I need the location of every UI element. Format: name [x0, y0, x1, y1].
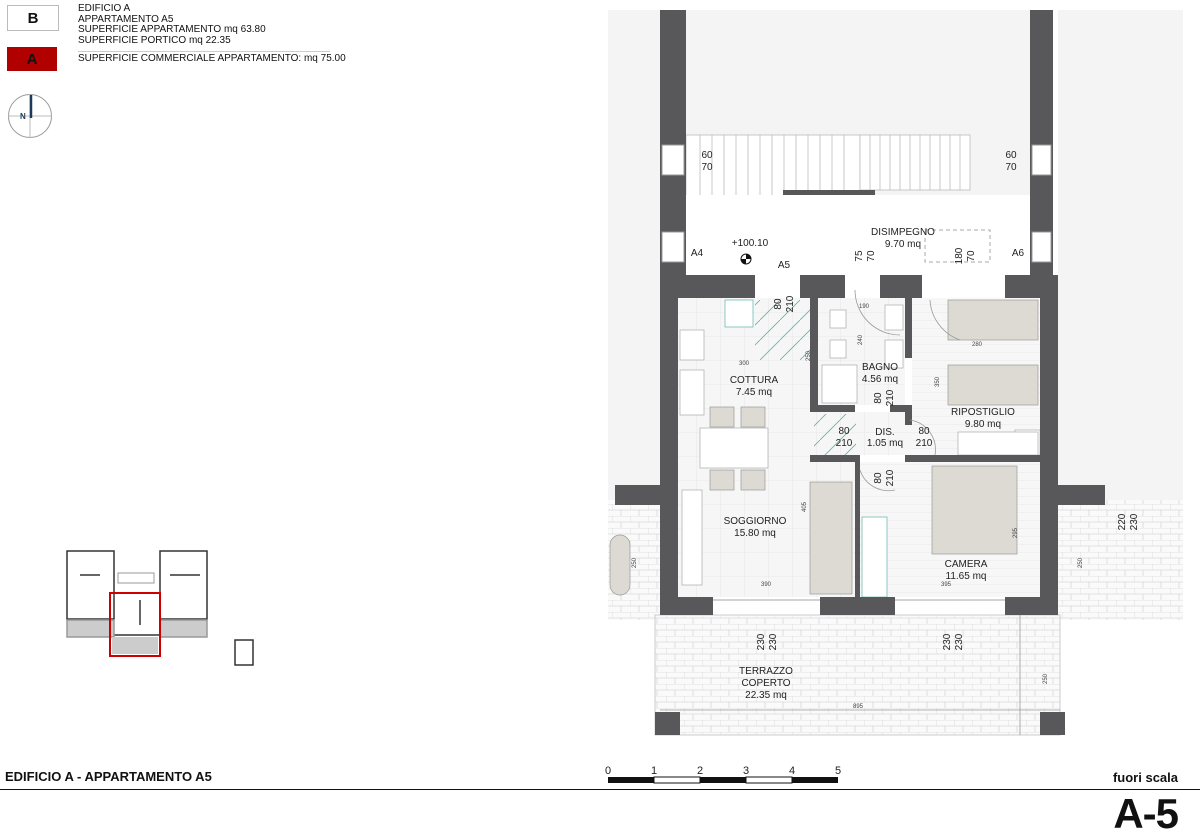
room-dim: 190 [859, 304, 870, 310]
apartment-info: EDIFICIO A APPARTAMENTO A5 SUPERFICIE AP… [78, 3, 266, 46]
opening-dim: 70 [966, 250, 977, 262]
furniture [609, 299, 1039, 596]
room-dim: 895 [853, 704, 864, 710]
opening-dim: 230 [768, 633, 779, 650]
apartment-highlight [109, 592, 161, 657]
scale-bar: 0 1 2 3 4 5 [605, 765, 841, 784]
room-dim: 250 [1043, 673, 1049, 684]
unit-label: A6 [1012, 248, 1025, 259]
room-dim: 395 [941, 582, 952, 588]
badge-building-b: B [7, 5, 59, 31]
room-dim: 300 [739, 361, 750, 367]
opening-dim: 210 [836, 438, 853, 449]
opening-dim: 75 [854, 250, 865, 262]
opening-dim: 80 [773, 298, 784, 310]
room-area: 9.70 mq [885, 239, 921, 250]
room-area: 11.65 mq [946, 571, 987, 582]
elevation-label: +100.10 [732, 238, 769, 249]
scale-label: 3 [743, 765, 749, 777]
opening-dim: 220 [1117, 513, 1128, 530]
opening-dim: 80 [873, 472, 884, 484]
unit-label: A5 [778, 260, 791, 271]
room-area: 7.45 mq [736, 387, 772, 398]
sheet-number: A-5 [1113, 790, 1179, 837]
room-area: 22.35 mq [745, 690, 787, 701]
opening-dim: 230 [954, 633, 965, 650]
scale-label: 1 [651, 765, 657, 777]
commercial-area: SUPERFICIE COMMERCIALE APPARTAMENTO: mq … [78, 53, 346, 64]
room-dim: 390 [761, 582, 772, 588]
opening-dim: 230 [756, 633, 767, 650]
room-dim: 405 [802, 501, 808, 512]
room-dim: 250 [1078, 557, 1084, 568]
footer-divider [0, 789, 1200, 790]
opening-dim: 70 [701, 162, 713, 173]
opening-dim: 230 [942, 633, 953, 650]
opening-dim: 80 [918, 426, 930, 437]
room-dim: 240 [858, 334, 864, 345]
opening-dim: 210 [785, 295, 796, 312]
terrace [654, 614, 1061, 736]
scale-label: 2 [697, 765, 703, 777]
scale-label: 0 [605, 765, 611, 777]
room-name: TERRAZZO [739, 666, 793, 677]
room-dim: 250 [806, 350, 812, 361]
opening-dim: 80 [873, 392, 884, 404]
room-area: 15.80 mq [734, 528, 776, 539]
opening-dim: 70 [1005, 162, 1017, 173]
room-name: DIS. [875, 427, 894, 438]
walls [615, 275, 1105, 735]
room-name: SOGGIORNO [724, 516, 787, 527]
info-line: EDIFICIO A [78, 3, 131, 14]
north-arrow-icon: N [8, 94, 52, 138]
room-name: COTTURA [730, 375, 779, 386]
opening-dim: 210 [885, 389, 896, 406]
north-label: N [20, 112, 26, 121]
room-dim: 295 [1013, 527, 1019, 538]
room-dim: 280 [972, 342, 983, 348]
floor-plan: +100.10 A4 A5 A6 DISIMPEGNO 9.70 mq COTT… [608, 10, 1183, 736]
key-plan [66, 550, 254, 666]
badge-building-a: A [7, 47, 57, 71]
opening-dim: 230 [1129, 513, 1140, 530]
info-line: APPARTAMENTO A5 [78, 13, 174, 25]
room-name: BAGNO [862, 362, 898, 373]
room-dim: 250 [632, 557, 638, 568]
opening-dim: 80 [838, 426, 850, 437]
drawing-title: EDIFICIO A - APPARTAMENTO A5 [5, 769, 212, 784]
room-name: COPERTO [741, 678, 790, 689]
room-dim: 350 [935, 376, 941, 387]
opening-dim: 180 [954, 247, 965, 264]
room-area: 4.56 mq [862, 374, 898, 385]
scale-label: 4 [789, 765, 795, 777]
opening-dim: 60 [1005, 150, 1017, 161]
room-name: RIPOSTIGLIO [951, 407, 1015, 418]
info-line: SUPERFICIE APPARTAMENTO mq 63.80 [78, 24, 266, 35]
room-name: DISIMPEGNO [871, 227, 935, 238]
elevation-marker-icon [740, 253, 752, 265]
room-name: CAMERA [945, 559, 988, 570]
opening-dim: 60 [701, 150, 713, 161]
info-line: SUPERFICIE PORTICO mq 22.35 [78, 34, 231, 46]
room-area: 1.05 mq [867, 438, 903, 449]
opening-dim: 70 [866, 250, 877, 262]
scale-label: 5 [835, 765, 841, 777]
scale-note: fuori scala [1112, 770, 1178, 785]
room-area: 9.80 mq [965, 419, 1001, 430]
unit-label: A4 [691, 248, 704, 259]
opening-dim: 210 [916, 438, 933, 449]
opening-dim: 210 [885, 469, 896, 486]
